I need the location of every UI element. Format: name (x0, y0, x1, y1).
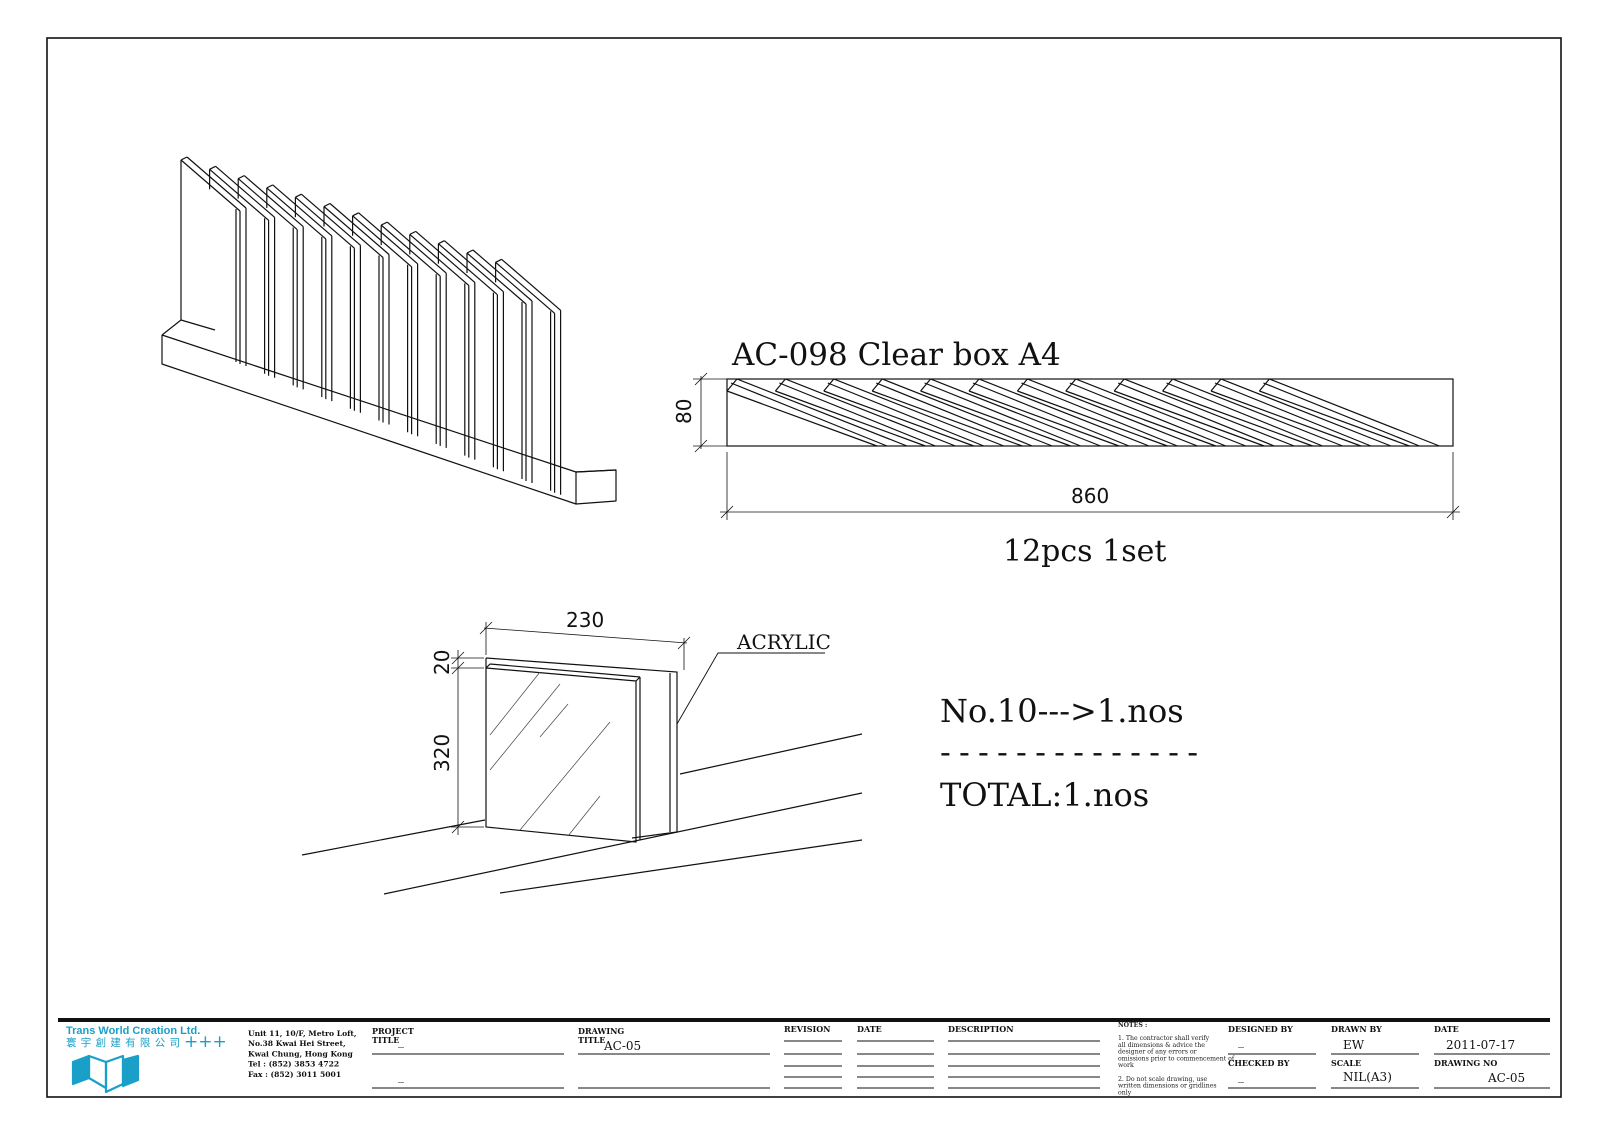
address-line: Tel : (852) 3853 4722 (248, 1060, 339, 1069)
designed-by-label: DESIGNED BY (1228, 1024, 1293, 1034)
detail-height-label: 320 (430, 734, 454, 772)
address-line: No.38 Kwai Hei Street, (248, 1039, 346, 1048)
project-title-label-2: TITLE (372, 1035, 399, 1045)
company-name: Trans World Creation Ltd. (66, 1025, 200, 1037)
note-line: omissions prior to commencement of (1118, 1055, 1235, 1062)
elevation-slat (1162, 378, 1343, 447)
dimension-length-label: 860 (1071, 484, 1109, 508)
note-line: work (1118, 1062, 1134, 1069)
rack-panel (352, 212, 419, 437)
drawing-title-label-2: TITLE (578, 1035, 605, 1045)
company-logo (71, 1054, 140, 1094)
rack-panel (409, 230, 476, 460)
description-label: DESCRIPTION (948, 1024, 1014, 1034)
rack-panel (466, 249, 533, 483)
note-line: designer of any errors or (1118, 1049, 1197, 1056)
elevation-slat (1065, 378, 1247, 447)
set-note: 12pcs 1set (1003, 534, 1166, 569)
rack-panel (437, 240, 504, 472)
checked-by-value: _ (1238, 1069, 1244, 1083)
detail-width-label: 230 (566, 608, 604, 632)
note-line: 1. The contractor shall verify (1118, 1035, 1210, 1042)
scale-value: NIL(A3) (1343, 1070, 1392, 1084)
checked-by-label: CHECKED BY (1228, 1058, 1290, 1068)
rack-panel (294, 193, 361, 413)
company-name-cn: 寰宇創建有限公司 (66, 1036, 180, 1049)
acrylic-detail-drawing (301, 621, 863, 895)
drawing-title-value: AC-05 (603, 1039, 641, 1053)
project-title-label-1: PROJECT (372, 1026, 414, 1036)
note-line: 2. Do not scale drawing, use (1118, 1076, 1208, 1083)
note-line: all dimensions & advice the (1118, 1042, 1205, 1049)
address-line: Fax : (852) 3011 5001 (248, 1070, 341, 1079)
material-label: ACRYLIC (736, 630, 831, 654)
rack-panel (237, 175, 304, 390)
rack-panel (323, 202, 390, 425)
total-line: TOTAL:1.nos (940, 776, 1149, 814)
drawing-title-label-1: DRAWING (578, 1026, 624, 1036)
designed-by-value: _ (1238, 1034, 1244, 1048)
project-title-value-2: _ (398, 1069, 404, 1083)
project-title-value-1: _ (398, 1034, 404, 1048)
elevation-slat (920, 378, 1101, 447)
dimension-height-label: 80 (672, 399, 696, 424)
detail-thickness-label: 20 (430, 650, 454, 675)
sheet-border (46, 37, 1562, 1098)
elevation-slat (823, 378, 1005, 447)
rack-panel (209, 165, 276, 378)
revision-table-lines (784, 1040, 1100, 1089)
separator-line: -------------- (940, 733, 1198, 771)
revision-date-label: DATE (857, 1024, 882, 1034)
elevation-slat (1016, 378, 1198, 447)
drawing-no-label: DRAWING NO (1434, 1058, 1497, 1068)
rack-panel (180, 156, 247, 366)
drawn-by-value: EW (1343, 1038, 1365, 1052)
elevation-slat (726, 378, 908, 447)
notes-label: NOTES : (1118, 1022, 1147, 1029)
date-label: DATE (1434, 1024, 1459, 1034)
note-line: only (1118, 1089, 1132, 1096)
drawn-by-label: DRAWN BY (1331, 1024, 1382, 1034)
elevation-slat (1258, 378, 1440, 447)
isometric-rack-drawing (161, 156, 617, 505)
side-elevation-drawing (693, 372, 1460, 520)
elevation-slat (1113, 378, 1295, 447)
address-line: Unit 11, 10/F, Metro Loft, (248, 1029, 357, 1038)
drawing-no-value: AC-05 (1487, 1071, 1525, 1085)
title-block: Trans World Creation Ltd. 寰宇創建有限公司 +++ U… (58, 1018, 1550, 1096)
date-value: 2011-07-17 (1446, 1038, 1515, 1052)
main-title: AC-098 Clear box A4 (731, 337, 1061, 373)
elevation-slat (968, 378, 1150, 447)
elevation-slat (871, 378, 1053, 447)
quantity-line: No.10--->1.nos (940, 692, 1184, 730)
scale-label: SCALE (1331, 1058, 1361, 1068)
elevation-slat (1210, 378, 1392, 447)
rack-panel (380, 221, 447, 448)
rack-panel (266, 184, 333, 402)
note-line: written dimensions or gridlines (1118, 1083, 1217, 1090)
revision-label: REVISION (784, 1024, 831, 1034)
company-plus-marks: +++ (184, 1032, 227, 1052)
address-line: Kwai Chung, Hong Kong (248, 1049, 354, 1058)
elevation-slat (774, 378, 956, 447)
rack-panel (495, 258, 562, 495)
